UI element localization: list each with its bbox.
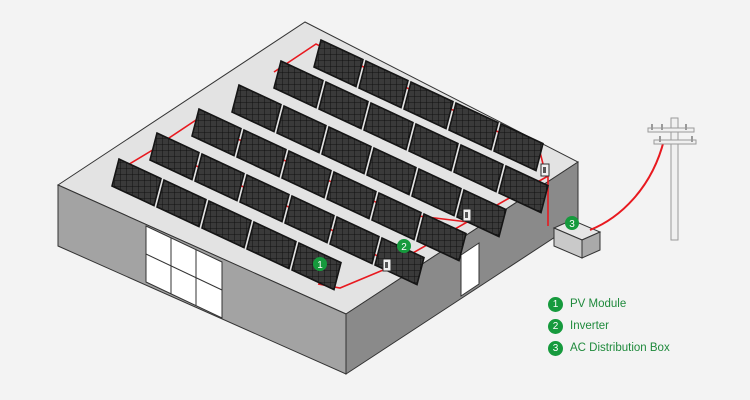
pv-module: [498, 164, 549, 214]
legend-item-ac-distribution-box: 3 AC Distribution Box: [548, 337, 670, 359]
pv-module: [201, 199, 252, 249]
pv-module: [281, 149, 332, 199]
pv-module: [149, 131, 200, 181]
callout-3-number: 3: [569, 219, 575, 230]
pv-module: [411, 167, 462, 217]
legend-badge-2: 2: [548, 318, 563, 334]
callout-2-number: 2: [401, 242, 407, 253]
pv-module: [326, 170, 377, 220]
callout-3: 3: [565, 216, 579, 230]
legend: 1 PV Module 2 Inverter 3 AC Distribution…: [548, 293, 670, 359]
pv-module: [363, 101, 414, 151]
legend-label-inverter: Inverter: [570, 320, 609, 332]
callout-2: 2: [397, 239, 411, 253]
pv-module: [358, 59, 409, 109]
pv-module: [276, 104, 327, 154]
pv-module: [453, 143, 504, 193]
pv-module: [246, 220, 297, 270]
legend-item-inverter: 2 Inverter: [548, 315, 670, 337]
utility-pole: [647, 117, 697, 241]
pv-module: [371, 191, 422, 241]
inverter-1: [382, 258, 392, 272]
pv-module: [313, 38, 364, 88]
pv-module: [374, 236, 425, 286]
pv-array: [111, 38, 549, 291]
pv-module: [448, 101, 499, 151]
pv-module: [321, 125, 372, 175]
legend-badge-3: 3: [548, 340, 563, 356]
ac-wire: [589, 139, 665, 231]
legend-item-pv-module: 1 PV Module: [548, 293, 670, 315]
pv-module: [236, 128, 287, 178]
pv-module: [239, 173, 290, 223]
pv-module: [194, 152, 245, 202]
legend-label-ac-distribution-box: AC Distribution Box: [570, 342, 670, 354]
pv-module: [416, 212, 467, 262]
inverters: [382, 163, 550, 272]
legend-badge-1: 1: [548, 296, 563, 312]
pv-module: [366, 146, 417, 196]
pv-module: [284, 194, 335, 244]
pv-module: [329, 215, 380, 265]
side-door: [460, 242, 480, 297]
inverter-2: [462, 208, 472, 222]
garage-door: [145, 225, 223, 319]
legend-label-pv-module: PV Module: [570, 298, 627, 310]
inverter-3: [540, 163, 550, 177]
pv-module: [231, 83, 282, 133]
callout-1-number: 1: [317, 260, 323, 271]
callout-1: 1: [313, 257, 327, 271]
pv-module: [456, 188, 507, 238]
pv-module: [408, 122, 459, 172]
pv-module: [156, 178, 207, 228]
pv-module: [318, 80, 369, 130]
pv-module: [273, 59, 324, 109]
pv-module: [191, 107, 242, 157]
pv-module: [403, 80, 454, 130]
pv-module: [493, 122, 544, 172]
pv-module: [111, 157, 162, 207]
